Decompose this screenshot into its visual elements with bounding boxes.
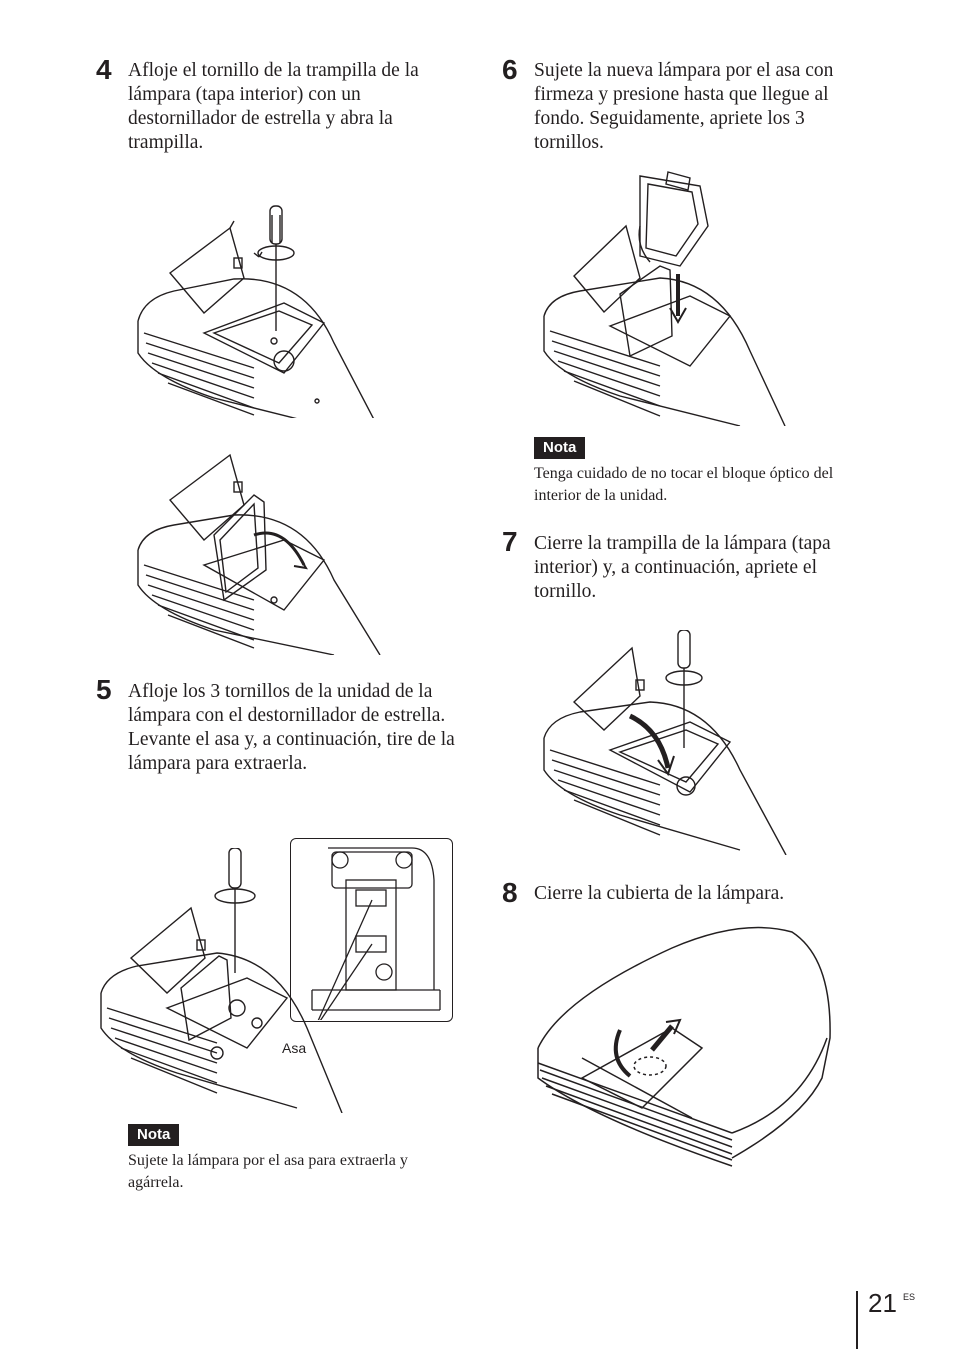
step-4-text: Afloje el tornillo de la trampilla de la… <box>128 60 419 153</box>
illustration-loosen-three-screws <box>100 848 343 1113</box>
illustration-open-trapdoor <box>137 205 374 418</box>
nota-badge-step-5: Nota <box>128 1124 180 1146</box>
step-7-number: 7 <box>502 526 518 557</box>
illustration-close-trapdoor <box>543 630 787 855</box>
inset-detail-box <box>290 838 453 1022</box>
step-4-number: 4 <box>96 54 112 85</box>
step-8-text: Cierre la cubierta de la lámpara. <box>534 883 785 904</box>
page-number-rule <box>856 1291 858 1349</box>
nota-text-step-6: Tenga cuidado de no tocar el bloque ópti… <box>534 465 834 504</box>
step-5-text: Afloje los 3 tornillos de la unidad de l… <box>128 681 455 774</box>
illustration-close-lamp-cover <box>537 926 831 1167</box>
step-6-text: Sujete la nueva lámpara por el asa con f… <box>534 60 834 153</box>
illustration-insert-new-lamp <box>543 171 786 426</box>
step-8-number: 8 <box>502 877 518 908</box>
nota-badge-step-6: Nota <box>534 437 586 459</box>
step-7-text: Cierre la trampilla de la lámpara (tapa … <box>534 533 831 602</box>
page-number: 21 <box>868 1288 897 1318</box>
illustration-lamp-unit-raised <box>137 453 381 655</box>
step-5-number: 5 <box>96 674 112 705</box>
step-6-number: 6 <box>502 54 518 85</box>
nota-text-step-5: Sujete la lámpara por el asa para extrae… <box>128 1152 408 1191</box>
asa-label: Asa <box>282 1040 307 1056</box>
illustration-inset-handle <box>311 847 441 1020</box>
page-language: ES <box>903 1292 916 1302</box>
